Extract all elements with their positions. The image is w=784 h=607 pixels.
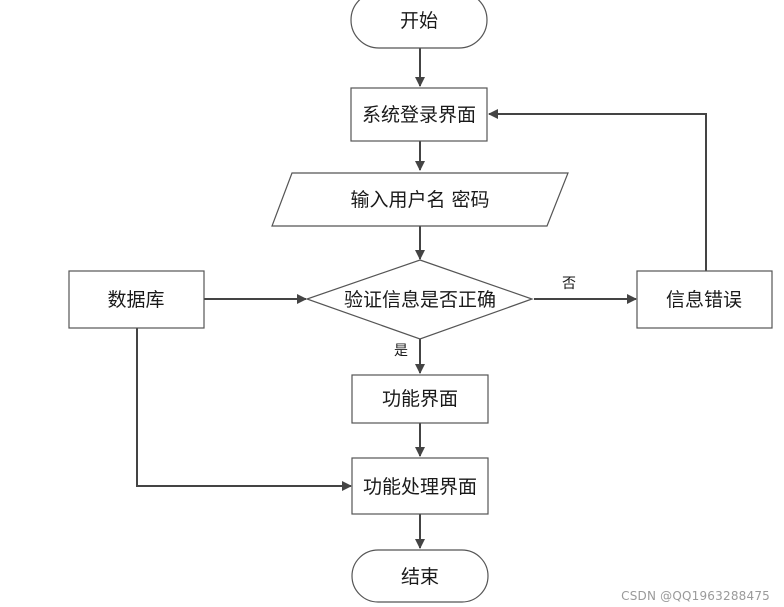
node-function-label: 功能界面	[382, 388, 458, 410]
node-start-label: 开始	[400, 10, 438, 32]
node-process: 功能处理界面	[351, 457, 489, 515]
node-verify-label: 验证信息是否正确	[344, 289, 496, 311]
node-input: 输入用户名 密码	[271, 172, 569, 227]
edge-error-to-login	[488, 109, 707, 271]
node-function: 功能界面	[351, 374, 489, 424]
edge-database-to-process	[136, 328, 352, 491]
node-verify: 验证信息是否正确	[305, 259, 534, 340]
node-process-label: 功能处理界面	[363, 476, 477, 498]
node-error: 信息错误	[636, 270, 773, 329]
node-database: 数据库	[68, 270, 205, 329]
edge-label-yes: 是	[394, 343, 408, 359]
node-input-label: 输入用户名 密码	[350, 189, 489, 211]
node-end: 结束	[351, 549, 489, 603]
node-login: 系统登录界面	[350, 87, 488, 142]
node-start: 开始	[350, 0, 488, 49]
node-error-label: 信息错误	[666, 289, 742, 311]
node-database-label: 数据库	[107, 289, 164, 311]
node-login-label: 系统登录界面	[362, 104, 476, 126]
edge-label-no: 否	[562, 276, 576, 292]
watermark-text: CSDN @QQ1963288475	[621, 589, 770, 603]
node-end-label: 结束	[401, 566, 439, 588]
